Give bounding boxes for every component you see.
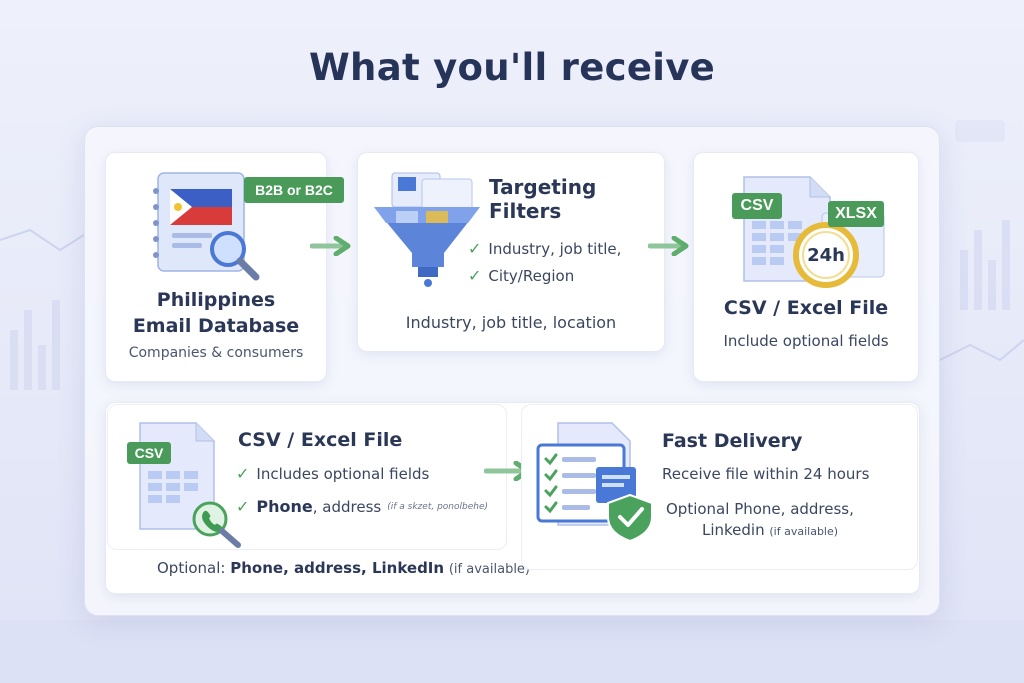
arrow-right-icon [648, 236, 689, 256]
card-fast-delivery: Fast Delivery Receive file within 24 hou… [521, 404, 918, 570]
document-icon [139, 422, 241, 548]
checkmark-icon: ✓ [468, 239, 482, 258]
file-bottom-check-fields: ✓ Includes optional fields [236, 464, 430, 483]
clock-label: 24h [807, 245, 845, 266]
file-bottom-footer: Optional: Phone, address, LinkedIn (if a… [157, 559, 531, 577]
card-csv-excel-file: 24h CSV XLSX CSV / Excel File Include op… [693, 152, 919, 382]
page-title: What you'll receive [308, 46, 716, 89]
database-subtitle: Companies & consumers [128, 345, 304, 361]
xlsx-badge: XLSX [828, 201, 884, 227]
csv-badge: CSV [732, 193, 782, 219]
phone-icon [192, 501, 241, 548]
filters-check-industry: ✓ Industry, job title, [468, 239, 622, 258]
card-targeting-filters: Targeting Filters ✓ Industry, job title,… [357, 152, 665, 352]
philippines-flag-icon [170, 189, 232, 225]
checkmark-icon: ✓ [468, 266, 482, 285]
arrow-right-icon [310, 236, 351, 256]
file-top-subtitle: Include optional fields [723, 332, 889, 350]
file-top-title: CSV / Excel File [723, 297, 889, 319]
checkmark-icon: ✓ [236, 464, 250, 483]
magnifier-icon [210, 231, 260, 281]
checkmark-icon: ✓ [236, 497, 250, 516]
b2b-b2c-badge: B2B or B2C [244, 177, 344, 203]
delivery-title: Fast Delivery [662, 430, 803, 452]
filters-title-line2: Filters [489, 199, 562, 223]
clock-icon [793, 222, 859, 288]
funnel-icon [374, 172, 480, 287]
checklist-icon [536, 422, 653, 543]
database-title-line1: Philippines [156, 289, 276, 311]
database-title-line2: Email Database [132, 315, 300, 337]
filters-check-city: ✓ City/Region [468, 266, 575, 285]
delivery-line3: Linkedin (if available) [702, 521, 839, 539]
delivery-line2: Optional Phone, address, [666, 500, 854, 518]
delivery-line1: Receive file within 24 hours [662, 465, 870, 483]
file-bottom-check-phone: ✓ Phone , address (if a skzet, ponolbehe… [236, 497, 488, 516]
address-book-icon [153, 172, 260, 281]
csv-badge: CSV [127, 442, 171, 464]
card-csv-excel-file-phone: CSV CSV / Excel File ✓ Includes optional… [107, 404, 507, 550]
filters-subtitle: Industry, job title, location [405, 313, 617, 332]
filters-title-line1: Targeting [489, 175, 597, 199]
shield-check-icon [607, 493, 653, 543]
file-bottom-title: CSV / Excel File [238, 429, 403, 451]
card-email-database: B2B or B2C Philippines Email Database Co… [105, 152, 344, 382]
